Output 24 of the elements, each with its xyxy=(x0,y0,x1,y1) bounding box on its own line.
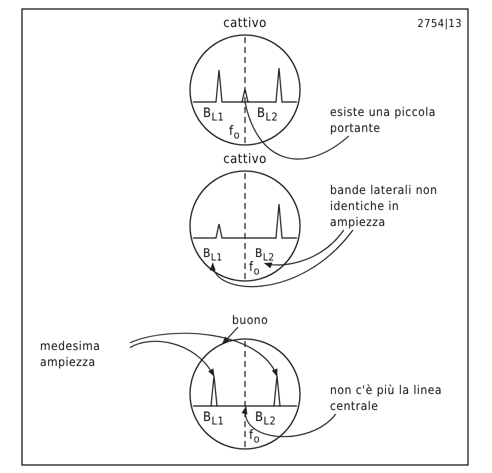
band-label: B$_{L2}$ xyxy=(255,410,276,430)
note-text: esiste una piccola portante xyxy=(330,104,437,136)
arrow xyxy=(130,340,215,377)
band-label: B$_{L2}$ xyxy=(257,106,278,126)
frequency-label: f$_{o}$ xyxy=(229,124,240,144)
arrow xyxy=(211,230,354,288)
status-label: cattivo xyxy=(222,16,268,32)
status-label: cattivo xyxy=(222,152,268,168)
frequency-label: f$_{o}$ xyxy=(249,428,260,448)
band-label: B$_{L1}$ xyxy=(203,246,223,260)
leader-line xyxy=(244,102,350,160)
band-label: B$_{L1}$ xyxy=(203,106,224,126)
frequency-label: f$_{o}$ xyxy=(249,260,260,280)
figure-number: 2754|13 xyxy=(417,16,462,32)
note-text: medesima ampiezza xyxy=(40,338,102,370)
status-label: buono xyxy=(232,312,270,328)
note-text: non c'è più la linea centrale xyxy=(330,382,443,414)
arrow xyxy=(264,230,344,268)
band-label: B$_{L1}$ xyxy=(203,410,224,430)
arrow xyxy=(242,406,336,437)
band-label: B$_{L2}$ xyxy=(255,246,275,260)
note-text: bande laterali non identiche in ampiezza xyxy=(330,182,439,230)
arrow xyxy=(222,326,238,344)
arrow xyxy=(130,332,278,377)
